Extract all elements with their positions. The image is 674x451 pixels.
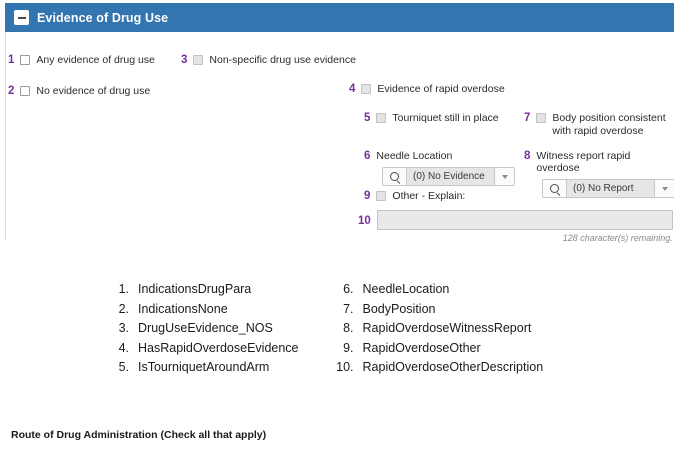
legend-index: 5. [118,360,129,374]
label-no-evidence-of-drug-use: No evidence of drug use [36,85,151,97]
other-description-input[interactable] [376,210,673,230]
legend-index: 8. [343,321,354,335]
legend-name: NeedleLocation [362,282,450,296]
legend-index: 9. [343,340,354,355]
annotation-number-8: 8 [524,150,531,162]
annotation-number-4: 4 [349,83,356,95]
label-needle-location: Needle Location [376,150,453,162]
legend-name: RapidOverdoseOther [362,340,481,355]
legend-index: 10. [336,360,354,374]
checkbox-any-evidence-of-drug-use[interactable] [20,55,31,65]
label-body-position: Body position consistent with rapid over… [552,112,666,137]
checkbox-evidence-of-rapid-overdose[interactable] [361,84,372,94]
legend-name: RapidOverdoseOtherDescription [362,360,544,374]
legend-index: 7. [343,301,354,316]
legend-index: 1. [118,282,129,296]
label-witness-report-rapid-overdose: Witness report rapid overdose [536,150,631,174]
field-tourniquet-still-in-place[interactable]: 5 Tourniquet still in place [364,112,499,124]
field-witness-report-rapid-overdose: 8 Witness report rapid overdose (0) No R… [524,150,674,198]
legend-name: RapidOverdoseWitnessReport [362,321,532,335]
chevron-down-icon[interactable] [494,167,515,186]
witness-report-lookup[interactable]: (0) No Report [542,179,674,198]
evidence-of-drug-use-panel: Evidence of Drug Use 1 Any evidence of d… [5,3,674,243]
label-non-specific-drug-use-evidence: Non-specific drug use evidence [209,54,356,66]
field-evidence-of-rapid-overdose[interactable]: 4 Evidence of rapid overdose [349,83,505,95]
field-no-evidence-of-drug-use[interactable]: 2 No evidence of drug use [8,85,150,97]
legend-index: 2. [118,301,129,316]
label-tourniquet-still-in-place: Tourniquet still in place [392,112,499,124]
label-evidence-of-rapid-overdose: Evidence of rapid overdose [377,83,505,95]
characters-remaining-hint: 128 character(s) remaining. [562,233,673,243]
field-non-specific-drug-use-evidence[interactable]: 3 Non-specific drug use evidence [181,54,356,66]
list-item: 3. DrugUseEvidence_NOS [104,319,299,339]
legend-name: IndicationsNone [138,301,228,316]
list-item: 4. HasRapidOverdoseEvidence [104,339,299,359]
legend-name: BodyPosition [362,301,436,316]
checkbox-tourniquet-still-in-place[interactable] [376,113,387,123]
minus-icon-bar [17,16,26,19]
list-item: 1. IndicationsDrugPara [104,280,299,300]
magnifier-icon[interactable] [382,167,407,186]
chevron-down-icon[interactable] [654,179,674,198]
legend-name: IsTourniquetAroundArm [138,360,270,374]
list-item: 5. IsTourniquetAroundArm [104,358,299,378]
route-of-drug-administration-title: Route of Drug Administration (Check all … [11,429,267,441]
annotation-number-9: 9 [364,190,371,202]
legend-index: 4. [118,340,129,355]
field-name-legend: 1.IndicationsDrugPara 2.IndicationsNone … [104,280,604,378]
checkbox-body-position[interactable] [536,113,547,123]
field-any-evidence-of-drug-use[interactable]: 1 Any evidence of drug use [8,54,155,66]
legend-index: 6. [343,282,354,296]
needle-location-value[interactable]: (0) No Evidence [407,167,494,186]
legend-name: IndicationsDrugPara [138,282,252,296]
list-item: 10. RapidOverdoseOtherDescription [329,358,544,378]
label-other-explain: Other - Explain: [392,190,466,202]
label-any-evidence-of-drug-use: Any evidence of drug use [36,54,155,66]
panel-body: 1 Any evidence of drug use 2 No evidence… [5,32,674,243]
field-needle-location: 6 Needle Location (0) No Evidence [364,150,515,186]
checkbox-other-explain[interactable] [376,191,387,201]
checkbox-no-evidence-of-drug-use[interactable] [20,86,31,96]
annotation-number-3: 3 [181,54,188,66]
list-item: 8. RapidOverdoseWitnessReport [329,319,544,339]
legend-name: DrugUseEvidence_NOS [138,321,273,335]
field-body-position[interactable]: 7 Body position consistent with rapid ov… [524,112,674,137]
magnifier-icon[interactable] [542,179,567,198]
list-item: 6. NeedleLocation [329,280,544,300]
annotation-number-6: 6 [364,150,371,162]
annotation-number-5: 5 [364,112,371,124]
field-other-explain[interactable]: 9 Other - Explain: [364,190,465,202]
legend-column-left: 1.IndicationsDrugPara 2.IndicationsNone … [104,280,299,378]
panel-header[interactable]: Evidence of Drug Use [5,3,674,32]
annotation-number-10: 10 [358,215,371,227]
page-title: Evidence of Drug Use [37,10,169,25]
annotation-number-7: 7 [524,112,531,124]
legend-column-right: 6. NeedleLocation 7. BodyPosition 8. RapidO… [329,280,544,378]
legend-index: 3. [118,321,129,335]
minus-icon[interactable] [14,10,29,25]
list-item: 9. RapidOverdoseOther [329,339,544,359]
field-other-description: 10 128 character(s) remaining. [358,210,673,243]
witness-report-value[interactable]: (0) No Report [567,179,654,198]
checkbox-non-specific-drug-use-evidence[interactable] [193,55,204,65]
list-item: 2. IndicationsNone [104,300,299,320]
annotation-number-1: 1 [8,54,15,66]
needle-location-lookup[interactable]: (0) No Evidence [382,167,515,186]
legend-name: HasRapidOverdoseEvidence [138,340,299,355]
annotation-number-2: 2 [8,85,15,97]
list-item: 7. BodyPosition [329,300,544,320]
